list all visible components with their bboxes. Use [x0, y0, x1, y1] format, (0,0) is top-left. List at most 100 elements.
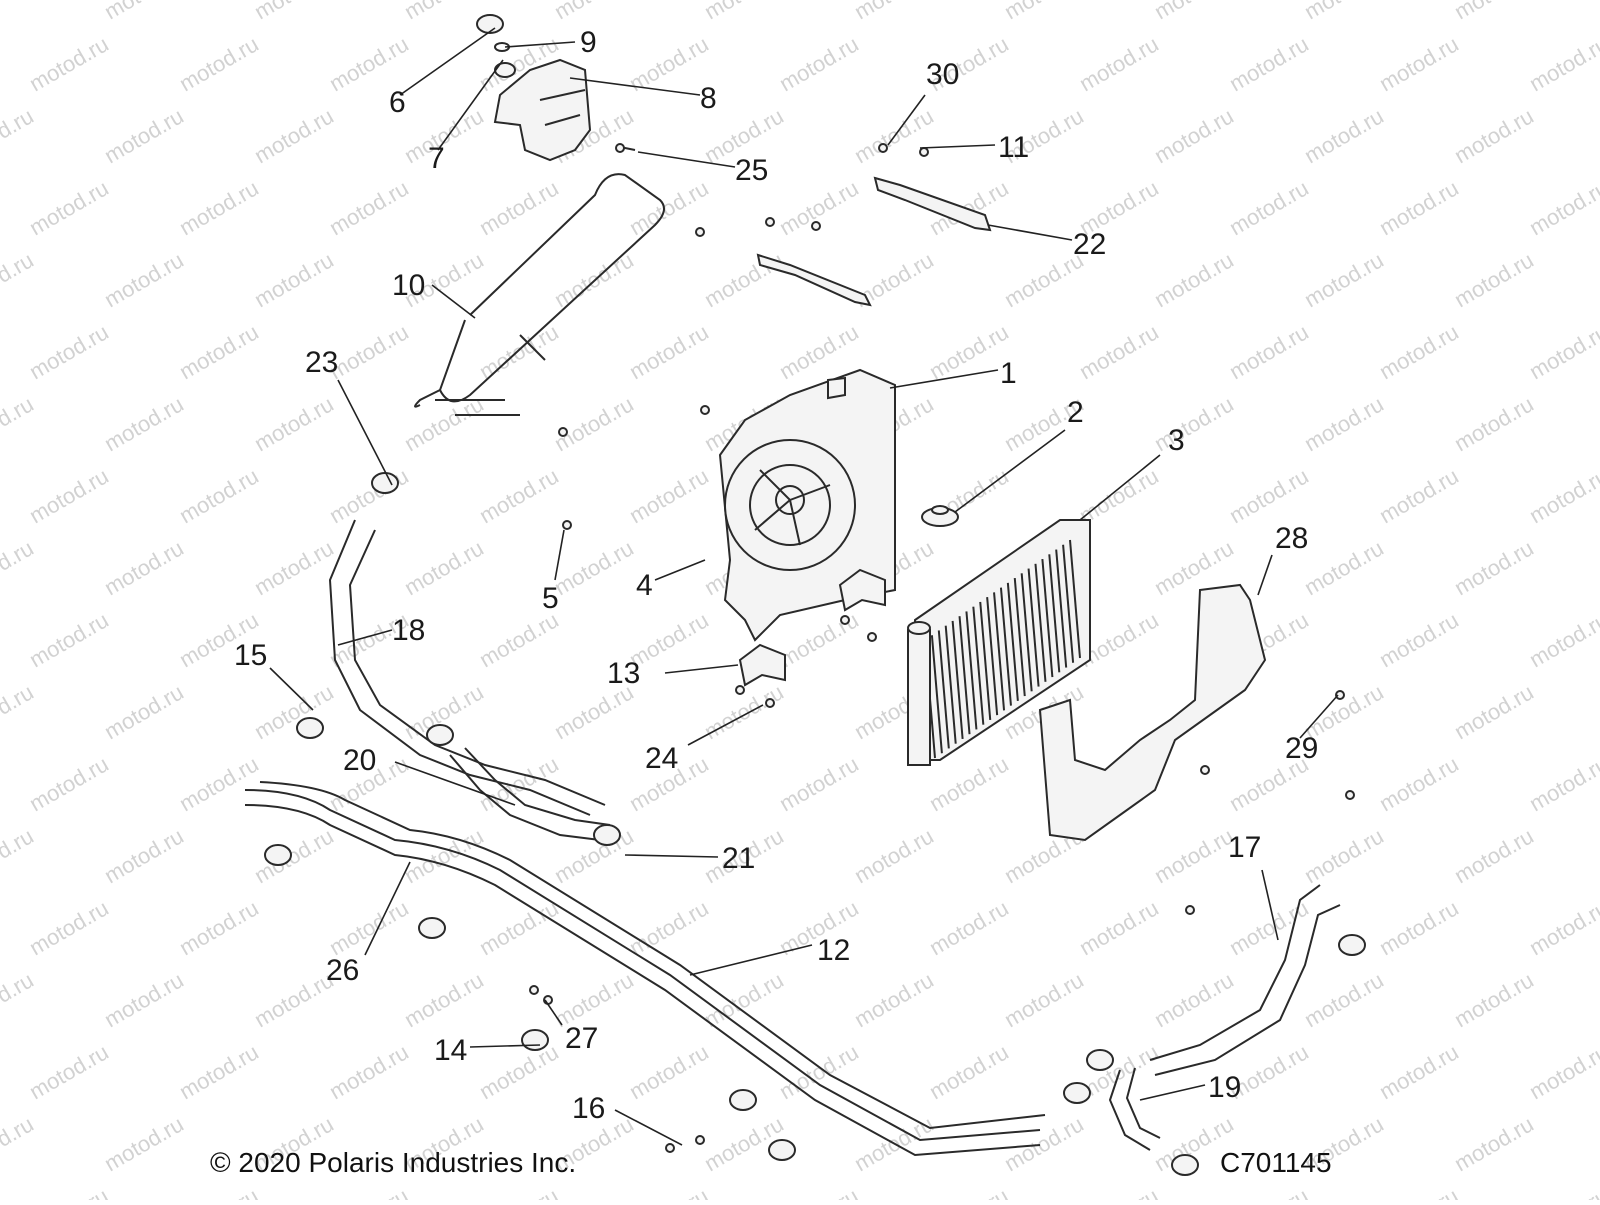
callout-29: 29 — [1285, 732, 1318, 765]
leader-line — [887, 94, 926, 146]
fastener — [615, 143, 625, 153]
radiator-fin — [979, 601, 992, 720]
watermark-text: motod.ru — [400, 967, 488, 1032]
watermark-text: motod.ru — [1075, 1183, 1163, 1200]
leader-line — [569, 77, 701, 96]
watermark-text: motod.ru — [1300, 247, 1388, 312]
callout-3: 3 — [1168, 424, 1185, 457]
watermark-text: motod.ru — [1375, 1183, 1463, 1200]
watermark-text: motod.ru — [175, 1039, 263, 1104]
leader-line — [664, 664, 739, 674]
watermark-text: motod.ru — [850, 967, 938, 1032]
watermark-text: motod.ru — [175, 31, 263, 96]
leader-line — [469, 1044, 541, 1048]
watermark-text: motod.ru — [1300, 535, 1388, 600]
radiator-fin — [1034, 563, 1047, 682]
callout-4: 4 — [636, 569, 653, 602]
mount-bracket — [838, 568, 886, 612]
watermark-text: motod.ru — [1525, 1039, 1600, 1104]
radiator-fin — [1006, 582, 1019, 701]
watermark-text: motod.ru — [1375, 1039, 1463, 1104]
watermark-text: motod.ru — [25, 31, 113, 96]
leader-lines — [269, 27, 1339, 1146]
leader-line — [364, 861, 411, 956]
watermark-text: motod.ru — [625, 1183, 713, 1200]
fastener — [558, 427, 568, 437]
watermark-text: motod.ru — [25, 463, 113, 528]
watermark-text: motod.ru — [1525, 751, 1600, 816]
watermark-text: motod.ru — [1150, 967, 1238, 1032]
watermark-text: motod.ru — [175, 463, 263, 528]
watermark-text: motod.ru — [325, 1039, 413, 1104]
watermark-text: motod.ru — [1525, 31, 1600, 96]
watermark-text: motod.ru — [1450, 535, 1538, 600]
watermark-text: motod.ru — [100, 1111, 188, 1176]
callout-26: 26 — [326, 954, 359, 987]
watermark-text: motod.ru — [550, 0, 638, 24]
watermark-text: motod.ru — [0, 103, 38, 168]
watermark-text: motod.ru — [1525, 463, 1600, 528]
leader-line — [1139, 1084, 1206, 1101]
callout-24: 24 — [645, 742, 678, 775]
callout-20: 20 — [343, 744, 376, 777]
fastener — [700, 405, 710, 415]
watermark-text: motod.ru — [1450, 679, 1538, 744]
watermark-text: motod.ru — [400, 823, 488, 888]
watermark-text: motod.ru — [850, 823, 938, 888]
watermark-text: motod.ru — [250, 391, 338, 456]
watermark-text: motod.ru — [250, 247, 338, 312]
radiator-fin — [930, 635, 943, 754]
coolant-hose-19 — [1108, 1067, 1161, 1151]
watermark-text: motod.ru — [250, 103, 338, 168]
watermark-text: motod.ru — [1375, 895, 1463, 960]
watermark-text: motod.ru — [1525, 895, 1600, 960]
radiator-fin — [1041, 558, 1054, 678]
callout-6: 6 — [389, 86, 406, 119]
watermark-text: motod.ru — [1150, 103, 1238, 168]
watermark-text: motod.ru — [475, 1039, 563, 1104]
coolant-hose-18 — [328, 519, 606, 816]
clamp — [418, 917, 446, 939]
watermark-text: motod.ru — [550, 247, 638, 312]
watermark-text: motod.ru — [25, 607, 113, 672]
watermark-text: motod.ru — [325, 175, 413, 240]
radiator-fin — [993, 592, 1006, 711]
watermark-text: motod.ru — [1075, 31, 1163, 96]
callout-22: 22 — [1073, 228, 1106, 261]
watermark-text: motod.ru — [700, 967, 788, 1032]
fan-shroud — [718, 368, 896, 642]
watermark-text: motod.ru — [475, 607, 563, 672]
callout-28: 28 — [1275, 522, 1308, 555]
watermark-text: motod.ru — [1300, 0, 1388, 24]
watermark-text: motod.ru — [100, 535, 188, 600]
watermark-text: motod.ru — [1525, 607, 1600, 672]
radiator — [907, 519, 1091, 766]
watermark-text: motod.ru — [100, 967, 188, 1032]
fastener — [735, 685, 745, 695]
callout-13: 13 — [607, 657, 640, 690]
radiator-cap — [921, 505, 959, 527]
watermark-text: motod.ru — [1225, 175, 1313, 240]
clamps — [264, 472, 1366, 1176]
radiator-fin — [951, 620, 964, 740]
watermark-text: motod.ru — [100, 247, 188, 312]
watermark-text: motod.ru — [475, 319, 563, 384]
watermark-text: motod.ru — [475, 175, 563, 240]
watermark-text: motod.ru — [1450, 391, 1538, 456]
fastener — [919, 147, 929, 157]
watermark-text: motod.ru — [625, 1039, 713, 1104]
callout-1: 1 — [1000, 357, 1017, 390]
watermark-text: motod.ru — [100, 103, 188, 168]
air-duct — [1038, 583, 1267, 842]
callout-2: 2 — [1067, 396, 1084, 429]
radiator-fin — [972, 606, 985, 725]
radiator-fin — [944, 625, 957, 744]
watermark-text: motod.ru — [700, 247, 788, 312]
callout-19: 19 — [1208, 1071, 1241, 1104]
watermark-text: motod.ru — [100, 0, 188, 24]
callout-10: 10 — [392, 269, 425, 302]
watermark-text: motod.ru — [0, 679, 38, 744]
fastener — [765, 217, 775, 227]
watermark-text: motod.ru — [100, 391, 188, 456]
watermark-text: motod.ru — [25, 175, 113, 240]
